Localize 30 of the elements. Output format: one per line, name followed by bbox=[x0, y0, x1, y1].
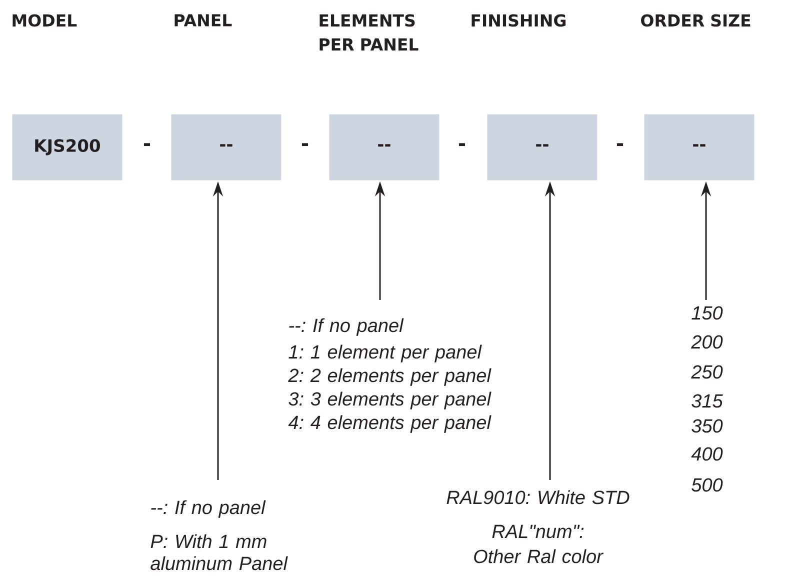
option-text: 500 bbox=[692, 478, 723, 492]
option-text: 150 bbox=[692, 306, 723, 320]
option-text: 400 bbox=[691, 447, 723, 461]
option-text: 350 bbox=[692, 419, 723, 433]
option-text: 315 bbox=[692, 394, 723, 408]
option-text: --: If no panel bbox=[151, 500, 266, 518]
separator-dash: - bbox=[302, 143, 308, 146]
column-heading: ELEMENTS PER PANEL bbox=[320, 14, 418, 50]
option-text: RAL"num": Other Ral color bbox=[474, 524, 604, 564]
column-heading: ORDER SIZE bbox=[641, 14, 750, 27]
option-text: 200 bbox=[691, 335, 723, 349]
code-box: -- bbox=[171, 114, 282, 180]
option-text: 1: 1 element per panel bbox=[288, 344, 482, 362]
option-text: 2: 2 elements per panel bbox=[288, 368, 492, 386]
code-box: -- bbox=[644, 114, 754, 180]
option-text: 250 bbox=[691, 365, 723, 379]
option-text: 3: 3 elements per panel bbox=[288, 392, 492, 410]
option-text: --: If no panel bbox=[289, 318, 404, 336]
separator-dash: - bbox=[144, 143, 150, 146]
separator-dash: - bbox=[458, 143, 466, 146]
code-box: -- bbox=[329, 114, 440, 180]
code-box: KJS200 bbox=[12, 114, 122, 180]
code-box: -- bbox=[487, 114, 598, 180]
column-heading: FINISHING bbox=[472, 14, 566, 27]
option-text: 4: 4 elements per panel bbox=[288, 415, 492, 433]
option-text: P: With 1 mm aluminum Panel bbox=[150, 534, 288, 570]
option-text: RAL9010: White STD bbox=[446, 490, 630, 504]
column-heading: MODEL bbox=[12, 14, 77, 27]
separator-dash: - bbox=[616, 143, 624, 146]
column-heading: PANEL bbox=[174, 14, 232, 26]
